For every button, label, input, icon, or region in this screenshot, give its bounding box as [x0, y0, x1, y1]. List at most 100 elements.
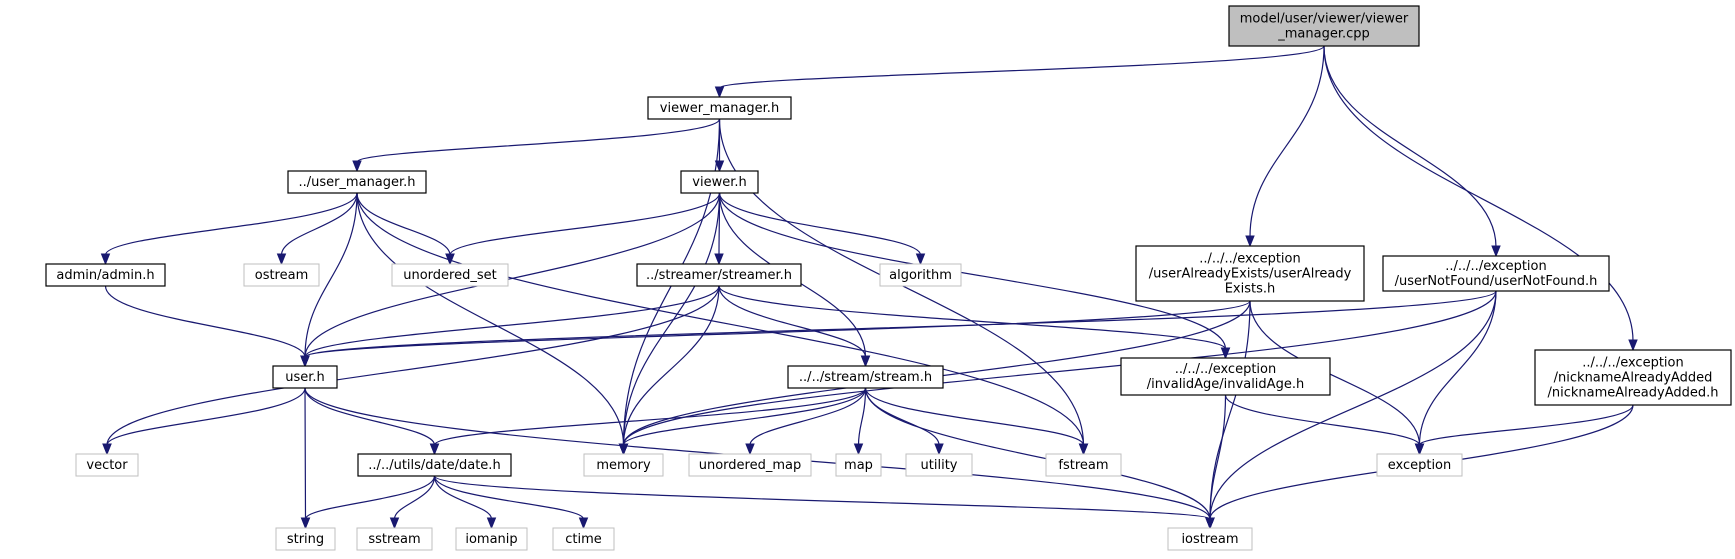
- arrowhead-naa_h-to-exception: [1414, 443, 1425, 456]
- node-invalidage_h[interactable]: ../../../exception/invalidAge/invalidAge…: [1120, 357, 1331, 396]
- edge-uae_h-to-iostream: [1209, 300, 1251, 520]
- node-unordered_set: unordered_set: [391, 263, 509, 287]
- node-box-user_manager_h: [287, 170, 427, 194]
- node-streamer_h[interactable]: ../streamer/streamer.h: [636, 263, 802, 287]
- arrowhead-root-to-unf_h: [1491, 245, 1501, 258]
- node-string: string: [275, 527, 336, 551]
- edge-root-to-viewer_manager_h: [718, 45, 1325, 89]
- arrowhead-viewer_h-to-streamer_h: [714, 253, 724, 266]
- node-label-unf_h-1: /userNotFound/userNotFound.h: [1395, 274, 1598, 289]
- arrowhead-unf_h-to-user_h: [300, 355, 310, 368]
- edge-uae_h-to-exception: [1249, 300, 1421, 446]
- node-label-root-0: model/user/viewer/viewer: [1240, 12, 1409, 27]
- edge-streamer_h-to-user_h: [304, 285, 720, 358]
- arrowhead-user_manager_h-to-admin_h: [100, 253, 111, 266]
- node-label-uae_h-0: ../../../exception: [1199, 252, 1300, 267]
- node-iomanip: iomanip: [455, 527, 528, 551]
- edge-viewer_h-to-invalidage_h: [718, 192, 1227, 350]
- node-box-utility: [905, 453, 973, 477]
- node-stream_h[interactable]: ../../stream/stream.h: [787, 365, 944, 389]
- node-label-utility-0: utility: [921, 458, 958, 473]
- node-box-date_h: [357, 453, 512, 477]
- node-sstream: sstream: [356, 527, 433, 551]
- arrowhead-unf_h-to-memory: [618, 443, 629, 456]
- edge-root-to-uae_h: [1249, 45, 1325, 238]
- edge-invalidage_h-to-iostream: [1209, 394, 1227, 520]
- node-algorithm: algorithm: [879, 263, 962, 287]
- edge-stream_h-to-fstream: [864, 387, 1085, 446]
- node-label-unf_h-0: ../../../exception: [1445, 259, 1546, 274]
- node-label-invalidage_h-0: ../../../exception: [1175, 362, 1276, 377]
- arrowhead-root-to-viewer_manager_h: [714, 86, 725, 99]
- node-unordered_map: unordered_map: [688, 453, 812, 477]
- node-box-naa_h: [1534, 349, 1732, 406]
- node-unf_h[interactable]: ../../../exception/userNotFound/userNotF…: [1382, 255, 1610, 292]
- edge-stream_h-to-utility: [864, 387, 940, 446]
- node-label-ctime-0: ctime: [565, 532, 602, 547]
- node-label-map-0: map: [844, 458, 873, 473]
- node-memory: memory: [583, 453, 664, 477]
- edge-viewer_h-to-user_h: [304, 192, 721, 358]
- node-label-iostream-0: iostream: [1181, 532, 1238, 547]
- edge-date_h-to-ctime: [433, 475, 585, 520]
- edge-stream_h-to-date_h: [433, 387, 867, 446]
- node-naa_h[interactable]: ../../../exception/nicknameAlreadyAdded/…: [1534, 349, 1732, 406]
- node-label-admin_h-0: admin/admin.h: [56, 268, 154, 283]
- node-box-exception: [1376, 453, 1463, 477]
- arrowhead-date_h-to-string: [300, 517, 311, 530]
- edge-unf_h-to-memory: [622, 290, 1497, 446]
- arrowhead-viewer_h-to-algorithm: [915, 253, 926, 266]
- node-box-iomanip: [455, 527, 528, 551]
- edge-date_h-to-sstream: [393, 475, 436, 520]
- node-label-viewer_h-0: viewer.h: [692, 175, 746, 190]
- edge-date_h-to-string: [304, 475, 436, 520]
- node-exception: exception: [1376, 453, 1463, 477]
- arrowhead-streamer_h-to-invalidage_h: [1220, 347, 1231, 360]
- arrowhead-viewer_h-to-unordered_set: [445, 253, 455, 266]
- node-label-root-1: _manager.cpp: [1277, 27, 1370, 42]
- arrowhead-date_h-to-iomanip: [486, 517, 497, 530]
- arrowhead-streamer_h-to-vector: [102, 443, 112, 456]
- edge-user_h-to-string: [304, 387, 307, 520]
- node-label-date_h-0: ../../utils/date/date.h: [368, 458, 500, 473]
- node-admin_h[interactable]: admin/admin.h: [45, 263, 166, 287]
- node-label-uae_h-2: Exists.h: [1225, 282, 1276, 297]
- node-uae_h[interactable]: ../../../exception/userAlreadyExists/use…: [1135, 245, 1365, 302]
- node-box-string: [275, 527, 336, 551]
- node-box-streamer_h: [636, 263, 802, 287]
- node-label-sstream-0: sstream: [368, 532, 420, 547]
- edge-user_manager_h-to-unordered_set: [356, 192, 451, 256]
- node-box-ostream: [243, 263, 320, 287]
- edge-invalidage_h-to-exception: [1224, 394, 1421, 446]
- node-date_h[interactable]: ../../utils/date/date.h: [357, 453, 512, 477]
- arrowhead-stream_h-to-utility: [934, 443, 944, 456]
- node-ostream: ostream: [243, 263, 320, 287]
- arrowhead-date_h-to-sstream: [389, 517, 400, 530]
- arrowhead-viewer_manager_h-to-viewer_h: [714, 160, 725, 173]
- edge-streamer_h-to-vector: [106, 285, 720, 446]
- node-label-stream_h-0: ../../stream/stream.h: [799, 370, 932, 385]
- edge-viewer_h-to-unordered_set: [449, 192, 721, 256]
- node-user_h[interactable]: user.h: [272, 365, 338, 389]
- node-user_manager_h[interactable]: ../user_manager.h: [287, 170, 427, 194]
- node-viewer_manager_h[interactable]: viewer_manager.h: [647, 96, 792, 120]
- node-box-unordered_set: [391, 263, 509, 287]
- edge-streamer_h-to-invalidage_h: [718, 285, 1227, 350]
- node-label-unordered_map-0: unordered_map: [699, 458, 802, 473]
- edge-user_h-to-date_h: [304, 387, 436, 446]
- node-box-vector: [75, 453, 139, 477]
- node-root[interactable]: model/user/viewer/viewer_manager.cpp: [1228, 5, 1420, 47]
- node-box-map: [835, 453, 882, 477]
- edge-root-to-naa_h: [1323, 45, 1634, 342]
- node-label-ostream-0: ostream: [255, 268, 309, 283]
- arrowhead-root-to-uae_h: [1245, 235, 1255, 248]
- edge-admin_h-to-user_h: [104, 285, 306, 358]
- node-viewer_h[interactable]: viewer.h: [680, 170, 759, 194]
- node-iostream: iostream: [1167, 527, 1253, 551]
- edge-unf_h-to-iostream: [1209, 290, 1497, 520]
- arrowhead-stream_h-to-date_h: [429, 443, 440, 456]
- node-box-algorithm: [879, 263, 962, 287]
- node-utility: utility: [905, 453, 973, 477]
- node-box-ctime: [552, 527, 615, 551]
